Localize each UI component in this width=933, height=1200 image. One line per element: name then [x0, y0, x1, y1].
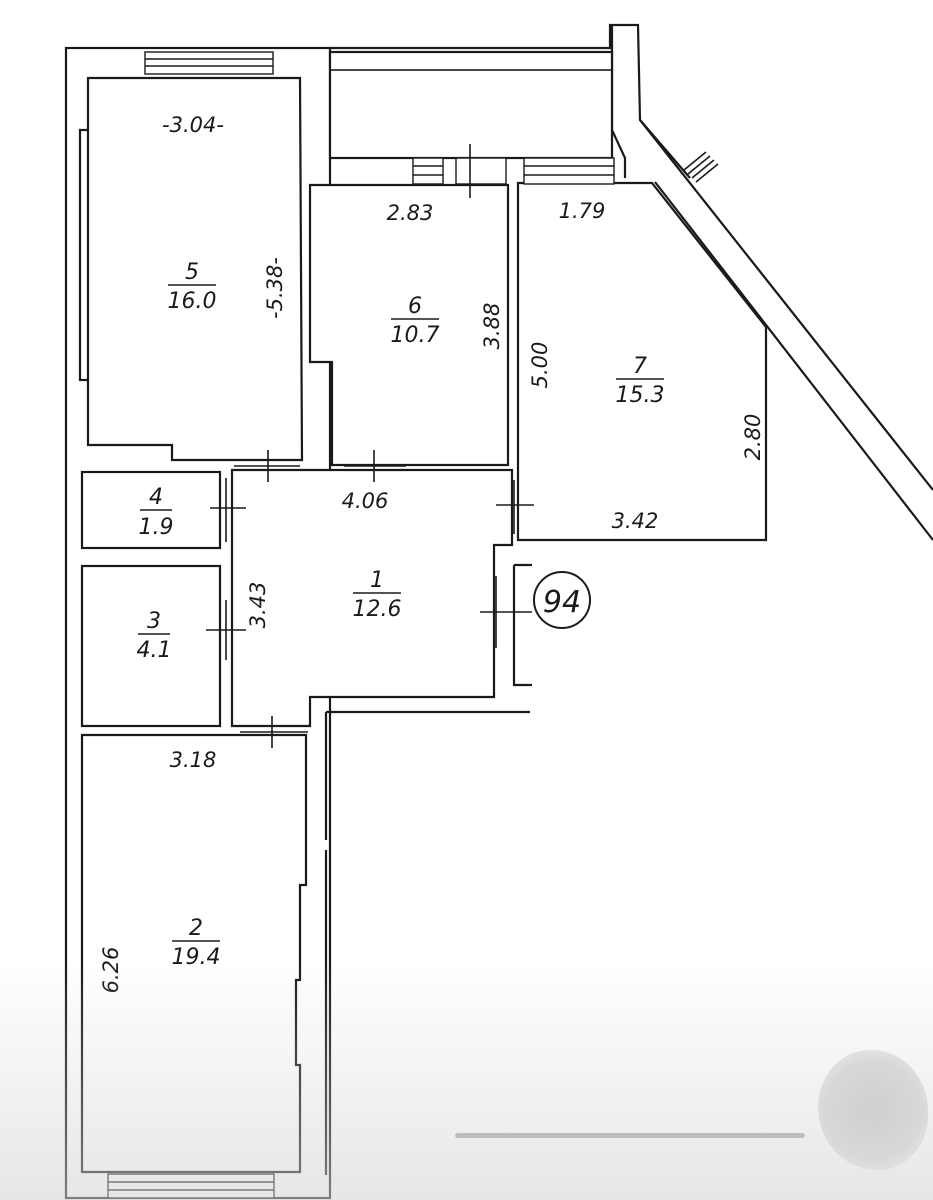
dim-room2-length: 6.26	[99, 947, 123, 994]
room-7-outline	[516, 181, 768, 542]
dim-room6-width: 2.83	[387, 201, 434, 225]
room-5-number: 5	[185, 260, 199, 285]
dim-room7-right: 2.80	[741, 414, 765, 461]
room-4-number: 4	[149, 485, 163, 510]
room-3-number: 3	[147, 609, 161, 634]
apartment-badge: 94	[533, 571, 591, 629]
dim-room5-width: -3.04-	[162, 113, 224, 137]
apartment-number: 94	[543, 585, 581, 620]
room-5-area: 16.0	[168, 289, 217, 314]
dim-room6-length: 3.88	[480, 303, 504, 350]
dim-room5-length: -5.38-	[263, 257, 287, 319]
dim-hall-length: 3.43	[246, 582, 270, 629]
dim-room2-width: 3.18	[170, 748, 217, 772]
room-2-area: 19.4	[172, 945, 221, 970]
dim-room7-bottom: 3.42	[612, 509, 659, 533]
room-7-number: 7	[633, 354, 647, 379]
room-6-area: 10.7	[391, 323, 440, 348]
room-7-area: 15.3	[616, 383, 665, 408]
room-1-area: 12.6	[353, 597, 402, 622]
dim-hall-width: 4.06	[342, 489, 389, 513]
door-marks	[206, 450, 534, 748]
dim-room7-top: 1.79	[559, 199, 606, 223]
room-3-outline	[80, 564, 222, 728]
room-1-number: 1	[370, 568, 384, 593]
room-2-number: 2	[189, 916, 203, 941]
room-1-outline	[230, 468, 514, 728]
room-labels: 5 16.0 6 10.7 7 15.3 1 12.6 4 1.9 3 4.1 …	[137, 260, 665, 970]
room-3-area: 4.1	[137, 638, 172, 663]
room-6-number: 6	[408, 294, 422, 319]
room-4-area: 1.9	[139, 515, 174, 540]
dim-room7-left: 5.00	[528, 342, 552, 389]
room-6-outline	[308, 183, 510, 467]
room-5-outline	[78, 76, 304, 462]
dimension-labels: -3.04- -5.38- 2.83 3.88 1.79 5.00 2.80 3…	[99, 113, 765, 993]
balcony	[328, 50, 614, 160]
